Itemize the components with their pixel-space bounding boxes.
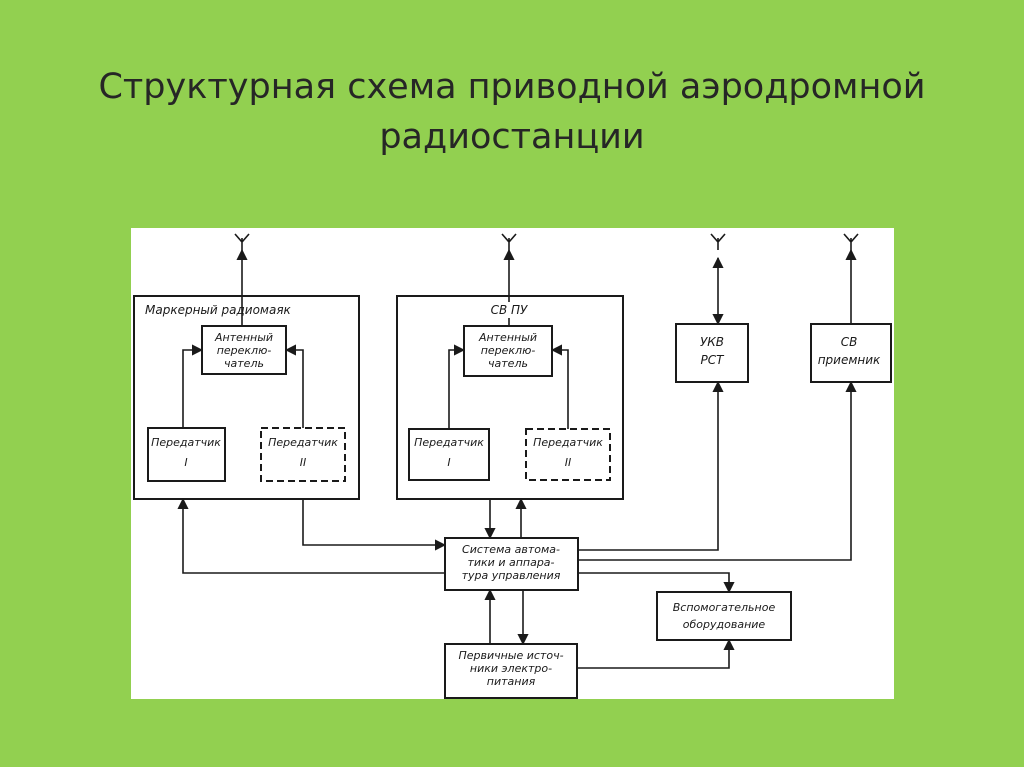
primary-power-sources: Первичные источ- ники электро- питания [444,643,578,699]
marker-transmitter-2: Передатчик II [260,427,346,482]
svg-text:II: II [300,456,307,469]
svg-text:I: I [184,456,187,469]
svg-text:РСТ: РСТ [701,353,726,367]
svg-text:Передатчик: Передатчик [414,436,484,449]
svg-text:оборудование: оборудование [683,618,766,631]
svg-text:II: II [565,456,572,469]
marker-antenna-switch: Антенный переклю- чатель [201,325,287,375]
svg-text:Передатчик: Передатчик [151,436,221,449]
svpu-frame [396,295,624,500]
svg-text:тура управления: тура управления [462,569,561,582]
svg-text:переклю-: переклю- [481,344,536,357]
svg-text:УКВ: УКВ [700,335,724,349]
svg-text:чатель: чатель [224,357,264,370]
antenna-icon [843,233,859,250]
svg-text:Антенный: Антенный [478,331,537,344]
slide-title: Структурная схема приводной аэродромной … [60,62,964,162]
svg-text:Вспомогательное: Вспомогательное [673,601,776,614]
automation-control-system: Система автома- тики и аппара- тура упра… [444,537,579,591]
auxiliary-equipment: Вспомогательное оборудование [656,591,792,641]
svg-text:Антенный: Антенный [214,331,273,344]
svg-text:питания: питания [487,675,536,688]
antenna-icon [234,233,250,250]
svpu-label: СВ ПУ [491,303,528,317]
marker-beacon-frame [133,295,360,500]
svg-text:Система автома-: Система автома- [462,543,560,556]
svg-text:чатель: чатель [488,357,528,370]
marker-transmitter-1: Передатчик I [147,427,226,482]
svg-text:тики и аппара-: тики и аппара- [467,556,554,569]
title-line-2: радиостанции [379,117,645,157]
svg-text:I: I [447,456,450,469]
svg-text:переклю-: переклю- [217,344,272,357]
svg-text:Передатчик: Передатчик [533,436,603,449]
diagram-canvas: Маркерный радиомаяк Антенный переклю- ча… [133,233,892,699]
svpu-transmitter-2: Передатчик II [525,428,611,481]
antenna-icon [710,233,726,250]
vhf-radio-station: УКВ РСТ [675,323,749,383]
svg-text:Первичные источ-: Первичные источ- [458,649,563,662]
svpu-transmitter-1: Передатчик I [408,428,490,481]
svpu-antenna-switch: Антенный переклю- чатель [463,325,553,377]
marker-beacon-label: Маркерный радиомаяк [145,303,292,317]
svg-text:ники электро-: ники электро- [470,662,552,675]
svg-text:Передатчик: Передатчик [268,436,338,449]
svg-text:приемник: приемник [818,353,881,367]
title-line-1: Структурная схема приводной аэродромной [98,67,926,107]
mw-receiver: СВ приемник [810,323,892,383]
svg-text:СВ: СВ [841,335,858,349]
block-diagram: Маркерный радиомаяк Антенный переклю- ча… [131,228,894,699]
antenna-icon [501,233,517,250]
